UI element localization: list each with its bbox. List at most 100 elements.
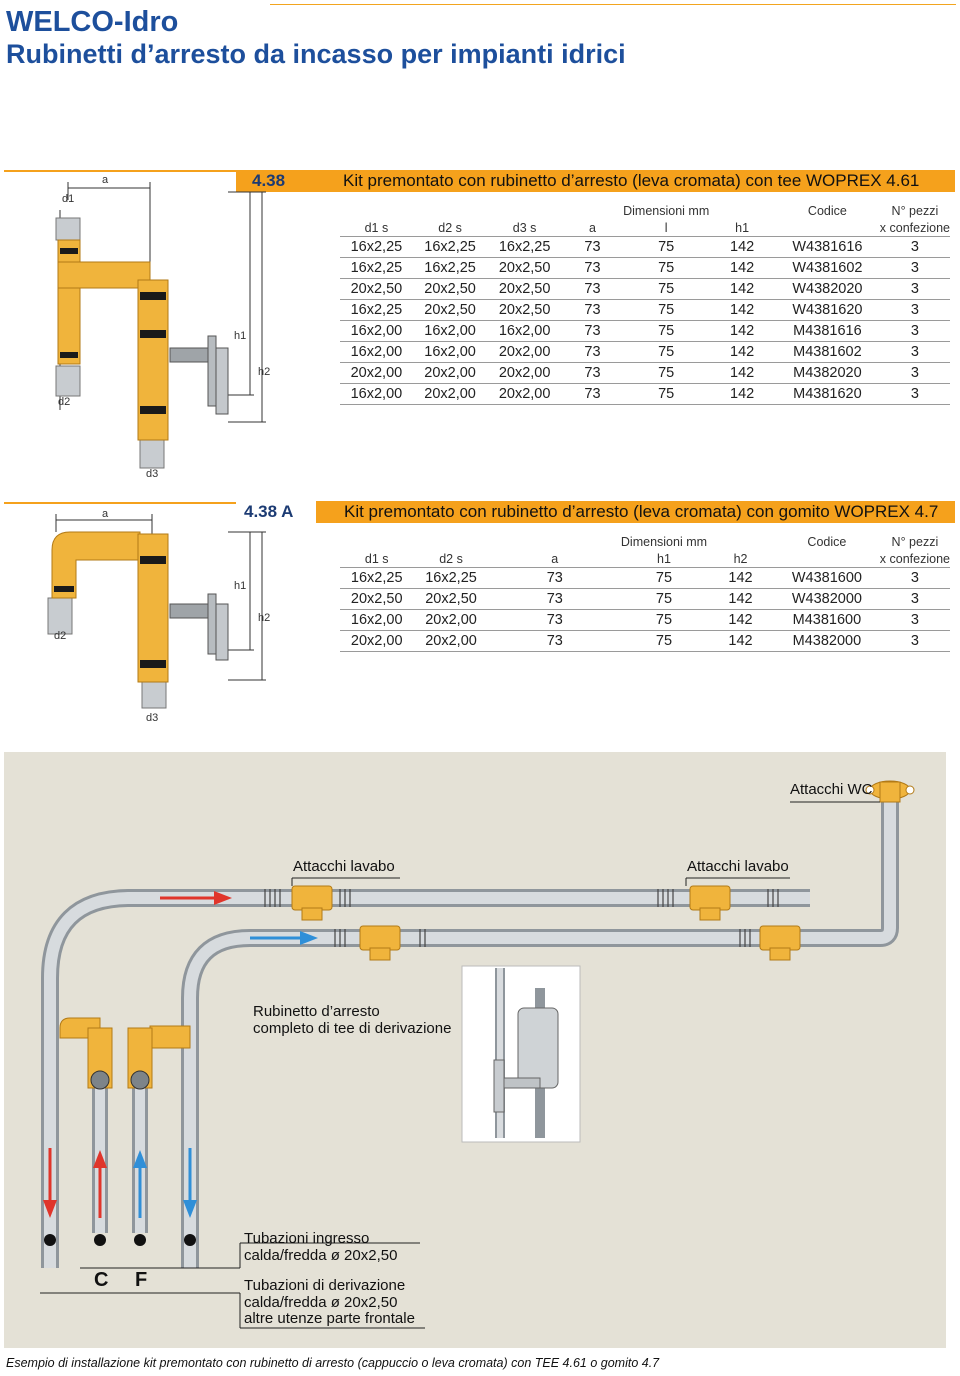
cell: M4381620 <box>775 383 880 405</box>
section1-header-bar <box>236 170 955 192</box>
cell: 142 <box>709 257 775 279</box>
cell: 73 <box>561 362 624 384</box>
section2-header-bar <box>316 501 955 523</box>
cell: 75 <box>620 630 708 652</box>
cell: W4382000 <box>774 588 880 610</box>
cell: 75 <box>623 278 710 300</box>
cell: M4381600 <box>774 609 880 631</box>
cell: 16x2,00 <box>412 341 488 363</box>
section1-col-a: a <box>561 219 624 237</box>
cell: 20x2,50 <box>412 278 488 300</box>
section2-spec-table: Dimensioni mm Codice N° pezzi d1 s d2 s … <box>340 533 950 652</box>
cell: 142 <box>707 609 774 631</box>
section2-col-qty: x confezione <box>879 550 950 568</box>
cell: 20x2,00 <box>413 630 489 652</box>
cell: 3 <box>879 383 950 405</box>
section2-left-rule <box>4 502 236 504</box>
cell: 142 <box>709 362 775 384</box>
cell: 16x2,25 <box>340 257 413 279</box>
cell: 3 <box>879 341 950 363</box>
cell: 73 <box>561 383 624 405</box>
label-letter-c: C <box>94 1269 109 1291</box>
cell: 3 <box>879 299 950 321</box>
label-rubinetto-line2: completo di tee di derivazione <box>253 1020 452 1037</box>
cell: W4381602 <box>775 257 880 279</box>
cell: 20x2,50 <box>487 299 562 321</box>
section1-product-drawing <box>55 182 266 469</box>
figure-caption: Esempio di installazione kit premontato … <box>6 1356 660 1370</box>
section1-group-qty: N° pezzi <box>891 203 939 218</box>
section1-col-d1: d1 s <box>340 219 413 237</box>
cell: 20x2,50 <box>340 278 413 300</box>
cell: 75 <box>623 383 710 405</box>
cell: 75 <box>623 257 710 279</box>
cell: 20x2,00 <box>413 609 489 631</box>
section1-spec-table: Dimensioni mm Codice N° pezzi d1 s d2 s … <box>340 202 950 405</box>
section2-group-code: Codice <box>807 534 847 549</box>
installation-diagram <box>4 752 946 1348</box>
cell: 16x2,00 <box>340 341 413 363</box>
cell: 75 <box>620 588 708 610</box>
cell: 142 <box>707 588 774 610</box>
section2-group-qty: N° pezzi <box>891 534 939 549</box>
section1-dim-d1: d1 <box>62 193 75 205</box>
section2-col-code <box>774 550 880 568</box>
cell: 16x2,25 <box>340 567 414 589</box>
cell: 142 <box>709 278 775 300</box>
label-ingresso-line1: Tubazioni ingresso <box>244 1230 370 1247</box>
cell: W4381600 <box>774 567 880 589</box>
cell: W4381616 <box>775 236 880 258</box>
cell: 3 <box>879 320 950 342</box>
section1-title: Kit premontato con rubinetto d’arresto (… <box>343 171 920 190</box>
cell: 142 <box>709 341 775 363</box>
section1-dim-h1: h1 <box>234 330 247 342</box>
cell: 75 <box>623 320 710 342</box>
section1-col-code <box>775 219 880 237</box>
cell: 73 <box>561 278 624 300</box>
cell: M4381616 <box>775 320 880 342</box>
cell: 16x2,25 <box>487 236 562 258</box>
cell: 16x2,25 <box>412 236 488 258</box>
cell: 73 <box>561 341 624 363</box>
section1-col-d2: d2 s <box>412 219 488 237</box>
cell: 16x2,25 <box>413 567 489 589</box>
cell: 3 <box>879 567 950 589</box>
cell: 20x2,00 <box>487 341 562 363</box>
section2-dim-h1: h1 <box>234 580 247 592</box>
section2-title: Kit premontato con rubinetto d’arresto (… <box>344 502 939 521</box>
cell: 73 <box>561 257 624 279</box>
section2-dim-d2: d2 <box>54 630 67 642</box>
section2-col-d1: d1 s <box>340 550 414 568</box>
cell: 142 <box>709 320 775 342</box>
section1-group-dimensions: Dimensioni mm <box>623 203 710 218</box>
section2-col-h1: h1 <box>620 550 708 568</box>
cell: 73 <box>488 630 621 652</box>
cell: 73 <box>561 299 624 321</box>
section1-col-d3: d3 s <box>487 219 562 237</box>
cell: 142 <box>709 299 775 321</box>
label-letter-f: F <box>135 1269 148 1291</box>
cell: 142 <box>707 567 774 589</box>
cell: 16x2,25 <box>340 299 413 321</box>
cell: 75 <box>620 609 708 631</box>
cell: 73 <box>561 236 624 258</box>
section1-dim-d2: d2 <box>58 396 71 408</box>
cell: 73 <box>488 588 621 610</box>
cell: 3 <box>879 236 950 258</box>
cell: 16x2,25 <box>412 257 488 279</box>
section1-group-code: Codice <box>807 203 847 218</box>
cell: M4381602 <box>775 341 880 363</box>
cell: 3 <box>879 630 950 652</box>
cell: 16x2,00 <box>340 320 413 342</box>
section2-group-dimensions: Dimensioni mm <box>620 534 708 549</box>
cell: 3 <box>879 609 950 631</box>
cell: 20x2,50 <box>487 278 562 300</box>
